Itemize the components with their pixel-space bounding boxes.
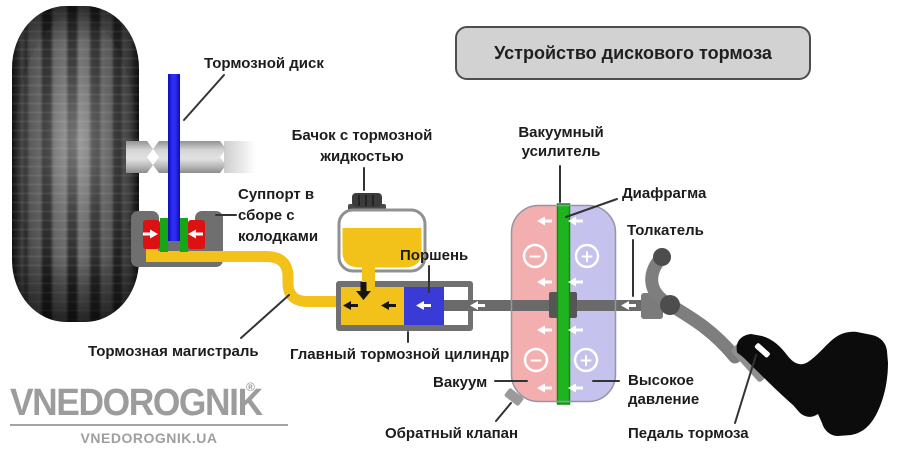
label-piston: Поршень [400, 247, 469, 264]
master-cylinder-graphic [336, 264, 473, 331]
title-box: Устройство дискового тормоза [455, 26, 811, 80]
reservoir-graphic [337, 193, 427, 273]
fluid-down-arrow-icon [356, 282, 371, 300]
booster-signs: − + − + [522, 243, 600, 373]
label-brake-line: Тормозная магистраль [88, 343, 259, 360]
brake-line-graphic [205, 251, 340, 307]
plus-icon: + [580, 247, 594, 267]
label-vacuum-booster: Вакуумный усилитель [518, 124, 604, 160]
label-vacuum: Вакуум [433, 374, 488, 391]
diaphragm-graphic [556, 203, 571, 405]
logo-divider [10, 424, 288, 426]
page-title: Устройство дискового тормоза [494, 42, 772, 63]
plus-icon: + [579, 351, 593, 371]
minus-icon: − [528, 247, 542, 267]
label-brake-pedal: Педаль тормоза [628, 425, 749, 442]
axle-graphic [126, 141, 256, 173]
boot-slit [754, 343, 770, 358]
label-check-valve: Обратный клапан [385, 425, 519, 442]
label-pusher: Толкатель [627, 222, 704, 239]
logo-wordmark: VNEDOROGNIK [10, 382, 263, 424]
brake-disc-graphic [168, 74, 180, 254]
label-high-pressure: Высокое давление [628, 372, 700, 408]
label-reservoir: Бачок с тормозной жидкостью [291, 127, 433, 165]
flow-arrows [343, 282, 485, 310]
booster-outline [510, 204, 617, 403]
boot-graphic [736, 331, 888, 436]
label-diaphragm: Диафрагма [622, 185, 707, 202]
pedal-assembly-graphic [621, 248, 888, 436]
minus-icon: − [529, 351, 543, 371]
logo-site-url: VNEDOROGNIK.UA [80, 430, 218, 446]
label-brake-disc: Тормозной диск [204, 55, 324, 72]
label-caliper: Суппорт в сборе с колодками [238, 186, 319, 245]
label-master-cylinder: Главный тормозной цилиндр [290, 346, 510, 363]
check-valve-graphic [504, 388, 524, 406]
leader-lines [183, 74, 757, 424]
tire-graphic [12, 6, 139, 322]
registered-trademark-icon: ® [246, 380, 255, 394]
caliper-graphic [131, 211, 223, 267]
